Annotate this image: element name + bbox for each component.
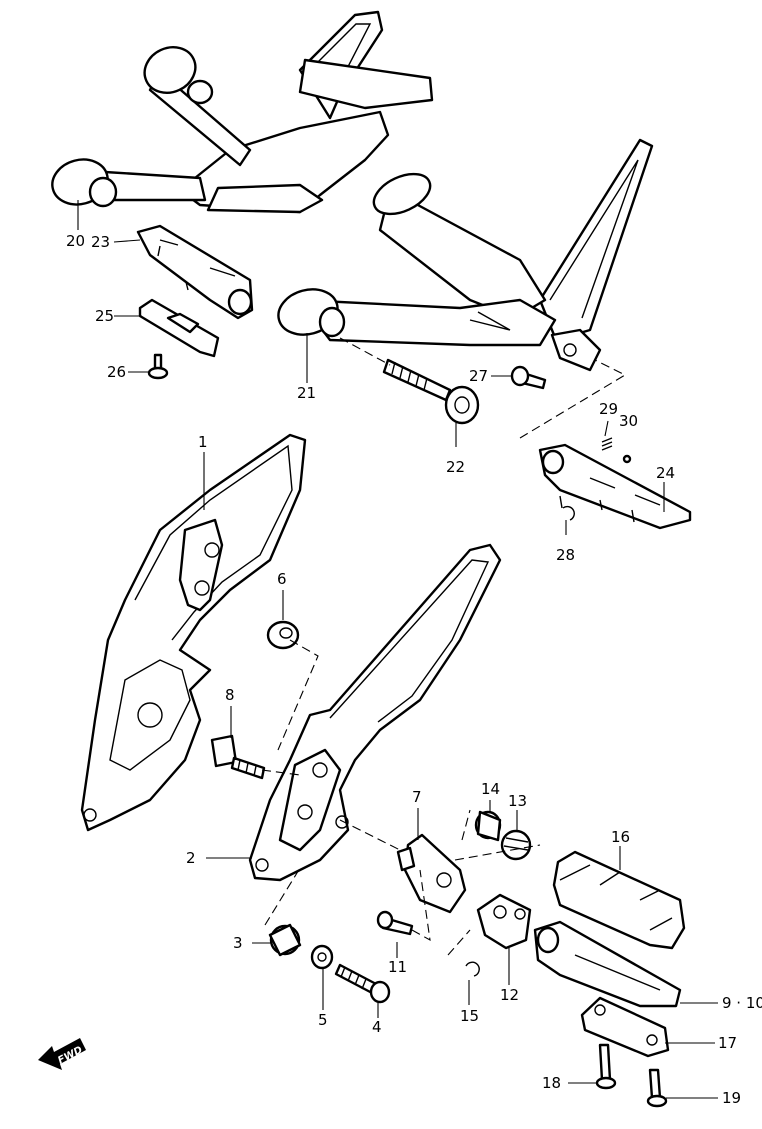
callout-2: 2: [186, 849, 196, 867]
callout-7: 7: [412, 788, 422, 806]
spring-13: [500, 829, 532, 861]
callout-15: 15: [460, 1007, 479, 1025]
spring-29: [601, 437, 613, 451]
pin-27: [510, 365, 547, 390]
callout-23: 23: [91, 233, 110, 251]
callout-14: 14: [481, 780, 500, 798]
rubber-25: [138, 298, 220, 358]
callout-20: 20: [66, 232, 85, 250]
callout-27: 27: [469, 367, 488, 385]
footrest-9-10: [533, 920, 682, 1008]
footrest-24: [538, 443, 692, 530]
screw-18: [595, 1043, 617, 1090]
rubber-16: [552, 850, 686, 950]
ball-30: [622, 454, 632, 464]
plate-17: [580, 996, 670, 1058]
callout-9-10: 9 · 10: [722, 994, 762, 1012]
callout-24: 24: [656, 464, 675, 482]
callout-12: 12: [500, 986, 519, 1004]
callout-22: 22: [446, 458, 465, 476]
washer-5: [310, 944, 334, 970]
clip-15: [465, 961, 480, 977]
rear-bracket-left: [51, 10, 434, 214]
callout-26: 26: [107, 363, 126, 381]
callout-30: 30: [619, 412, 638, 430]
arrow-icon: [38, 1038, 86, 1070]
spacer-6: [266, 620, 300, 650]
callout-8: 8: [225, 686, 235, 704]
bolt-22: [382, 358, 480, 425]
callout-16: 16: [611, 828, 630, 846]
bolt-8: [210, 734, 266, 780]
heel-plate-2: [248, 543, 502, 882]
clip-28: [562, 505, 575, 521]
fwd-direction-marker: FWD: [38, 1038, 86, 1070]
callout-13: 13: [508, 792, 527, 810]
callout-29: 29: [599, 400, 618, 418]
callout-18: 18: [542, 1074, 561, 1092]
callout-17: 17: [718, 1034, 737, 1052]
callout-19: 19: [722, 1089, 741, 1107]
bolt-4: [334, 963, 391, 1004]
callout-28: 28: [556, 546, 575, 564]
callout-25: 25: [95, 307, 114, 325]
pivot-7: [396, 833, 467, 914]
callout-5: 5: [318, 1011, 328, 1029]
spacer-14: [474, 810, 502, 842]
callouts: 1 2 3 4 5 6 7 8 9 · 10 11 12 13 14 15 16…: [66, 232, 762, 1107]
leader-lines: [77, 200, 718, 1099]
callout-4: 4: [372, 1018, 382, 1036]
spacer-3: [268, 923, 302, 957]
callout-1: 1: [198, 433, 208, 451]
callout-11: 11: [388, 958, 407, 976]
assembly-lines: [261, 337, 627, 956]
screw-19: [646, 1068, 668, 1108]
pin-11: [376, 910, 414, 936]
bracket-12: [476, 893, 532, 950]
heel-plate-1: [80, 433, 307, 832]
footrest-23: [136, 224, 254, 320]
rear-bracket-right: [277, 138, 654, 372]
callout-21: 21: [297, 384, 316, 402]
callout-6: 6: [277, 570, 287, 588]
screw-26: [147, 353, 169, 380]
callout-3: 3: [233, 934, 243, 952]
